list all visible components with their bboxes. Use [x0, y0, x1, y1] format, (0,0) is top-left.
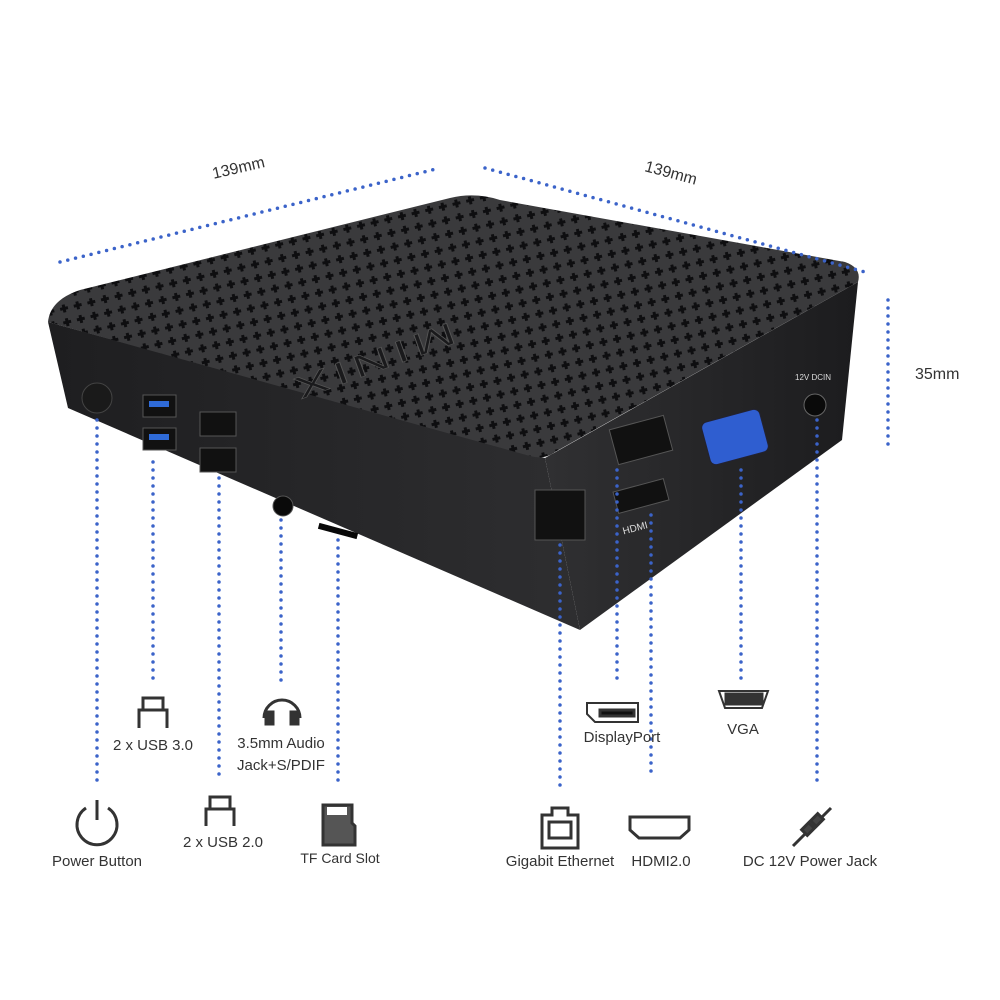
power-button[interactable] [81, 382, 113, 414]
usb2-port-1 [199, 411, 237, 437]
usb3-tongue [149, 401, 169, 407]
power-icon [75, 800, 119, 847]
usb3-tongue [149, 434, 169, 440]
dc-jack [803, 393, 827, 417]
ethernet-port [534, 489, 586, 541]
headphones-icon [262, 698, 302, 726]
height-dimension: 35mm [915, 366, 960, 383]
vga-icon [717, 690, 770, 709]
ethernet-icon [540, 806, 580, 850]
dc-jack-label: DC 12V Power Jack [742, 853, 878, 870]
tf-card-label: TF Card Slot [300, 850, 380, 866]
top-grille [48, 195, 859, 458]
right-face [545, 282, 858, 630]
usb3-label: 2 x USB 3.0 [112, 737, 194, 754]
hdmi-label: HDMI2.0 [631, 853, 691, 870]
usb3-icon [137, 696, 169, 728]
audio-label-line2: Jack+S/PDIF [237, 757, 325, 774]
displayport-port [608, 414, 674, 466]
tf-slot [317, 522, 359, 540]
audio-jack [272, 495, 294, 517]
dc-plug-icon [791, 806, 833, 848]
usb2-port-2 [199, 447, 237, 473]
vga-port [701, 408, 769, 466]
displayport-icon [586, 702, 639, 723]
left-face [48, 322, 580, 630]
hdmi-icon [628, 815, 691, 840]
power-button-label: Power Button [51, 853, 143, 870]
vga-label: VGA [727, 721, 759, 738]
sd-card-icon [321, 803, 357, 847]
dc-print: 12V DCIN [795, 373, 831, 382]
ethernet-label: Gigabit Ethernet [505, 853, 615, 870]
mini-pc: MINIX HDMI 12V DCIN [48, 195, 859, 630]
usb2-label: 2 x USB 2.0 [182, 834, 264, 851]
displayport-label: DisplayPort [583, 729, 661, 746]
usb2-icon [204, 795, 236, 826]
audio-label-line1: 3.5mm Audio [237, 735, 325, 752]
dimension-lines [58, 166, 890, 790]
